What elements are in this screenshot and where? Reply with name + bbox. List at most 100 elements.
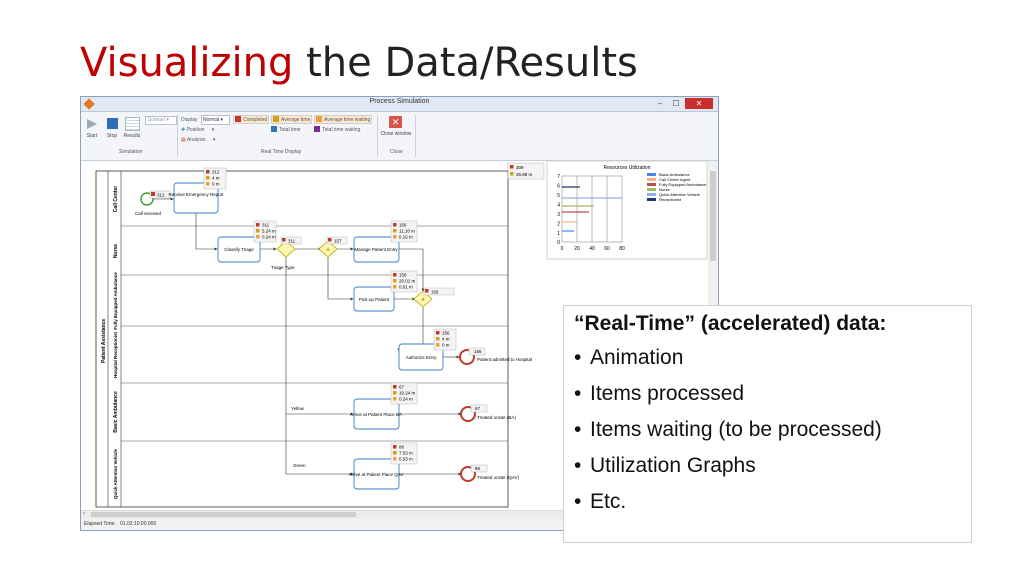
scroll-left-icon[interactable]: ‹ [83,511,85,517]
legend-entry: Receptionist [659,197,682,202]
task-pick-up-patient[interactable]: Pick-up Patient [353,286,395,312]
task-label: Arrive at Patient Place QAV [349,472,404,477]
task-label: Arrive at Patient Place BA [350,412,402,417]
gateway-triage-type[interactable] [276,240,296,258]
y-tick: 1 [557,231,560,237]
task-stat: 156 [399,223,407,228]
display-select[interactable]: Normal ▾ [201,115,230,125]
y-tick: 0 [557,240,560,246]
task-stat: 156 [399,273,407,278]
total-time-toggle[interactable]: Total time [271,126,300,133]
minimize-button[interactable]: – [657,99,663,108]
total-time-label: Total time [279,127,301,133]
horizontal-scrollbar[interactable]: ‹ [81,510,718,519]
bullet-item: •Etc. [574,490,626,514]
stop-button[interactable]: Stop [106,133,118,139]
callout-box: “Real-Time” (accelerated) data: •Animati… [563,305,972,543]
bullet-item: •Items waiting (to be processed) [574,418,882,442]
status-bar: Elapsed Time: 01.02:10:00.000 [81,519,718,530]
end-event-count: 67 [475,406,481,411]
y-tick: 5 [557,193,560,199]
task-arrive-at-patient-place-qav[interactable]: Arrive at Patient Place QAV [349,458,404,490]
ribbon-divider [177,115,178,157]
task-arrive-at-patient-place-ba[interactable]: Arrive at Patient Place BA [350,398,402,430]
task-stat: 7.53 m [399,451,413,456]
bullet-item: • Utilization Graphs [574,454,756,478]
total-time-swatch [271,126,277,132]
analysis-label: Analysis [186,137,206,143]
task-stat: 5.24 m [262,229,276,234]
bullet-marker: • [574,418,582,441]
legend-entry: Fully Equipped Ambulance [659,182,707,187]
slide-title-accent: Visualizing [80,40,294,86]
lane-label: Fully Equipped Ambulance [113,272,118,330]
callout-heading: “Real-Time” (accelerated) data: [574,312,887,335]
lane-label: Hospital Receptionist [113,332,118,379]
bullet-item: •Items processed [574,382,744,406]
total-time-waiting-toggle[interactable]: Total time waiting [314,126,360,133]
pool-label: Patient Assistance [101,319,107,363]
start-button[interactable]: Start [86,133,98,139]
task-stat: 0.24 m [262,235,276,240]
task-manage-patient-entry[interactable]: Manage Patient Entry [353,236,400,263]
y-tick: 3 [557,212,560,218]
task-stat: 10.24 m [399,391,416,396]
gateway-parallel[interactable]: + [318,240,338,258]
gateway-count: 157 [334,239,342,244]
total-time-waiting-label: Total time waiting [322,127,361,133]
close-window-button[interactable]: ✕ [685,98,713,109]
flow-label: Green [293,463,306,468]
svg-text:+: + [421,297,425,304]
average-time-toggle[interactable]: Average time [271,115,313,124]
title-bar: Process Simulation – ☐ ✕ [81,97,718,112]
task-stat: 156 [442,331,450,336]
task-stat: 86 [399,445,405,450]
elapsed-time-value: 01.02:10:00.000 [120,521,157,527]
display-select-value: Normal [203,117,220,123]
lane-label: Call Center [113,186,119,212]
task-authorize-entry[interactable]: Authorize Entry [398,343,444,371]
task-stat: 311 [262,223,270,228]
task-stat: 4 m [442,337,450,342]
lane-label: Quick Attention Vehicle [113,448,118,499]
bullet-marker: • [574,454,582,477]
task-stat: 20.01 m [399,279,416,284]
y-tick: 2 [557,222,560,228]
chart-title: Resources Utilization [604,165,651,171]
bullet-text: Etc. [590,490,627,513]
window-title: Process Simulation [369,98,430,105]
results-button[interactable]: Results [123,133,141,139]
completed-swatch [235,116,241,122]
ribbon: Start Stop Results Scenari ▾ Simulation … [81,112,718,161]
bullet-item: •Animation [574,346,683,370]
flow-label: Yellow [291,406,305,411]
play-icon [87,119,97,129]
task-stat: 0.16 m [399,235,413,240]
scenario-select[interactable]: Scenari ▾ [145,116,177,125]
start-event-label: Call received [135,211,162,216]
task-stat: 0.53 m [399,457,413,462]
end-event-label: Treated onsite (QAV) [477,475,520,480]
x-tick: 20 [574,246,580,252]
position-icon: ✥ [181,127,186,133]
completed-label: Completed [243,117,268,123]
average-time-waiting-toggle[interactable]: Average time waiting [314,115,373,124]
maximize-button[interactable]: ☐ [672,99,680,108]
task-label: Receive Emergency Report [168,192,224,197]
x-tick: 40 [589,246,595,252]
completed-toggle[interactable]: Completed [233,115,270,124]
lane-label: Basic Ambulance [113,391,119,433]
gateway-label: Triage Type [271,265,295,270]
resources-utilization-chart[interactable]: Resources Utilization 7 6 5 4 3 2 1 0 [546,160,708,260]
task-classify-triage[interactable]: Classify Triage [217,236,261,263]
task-receive-emergency-report[interactable]: Receive Emergency Report [168,182,224,214]
analysis-button[interactable]: ▤ Analysis ▾ [181,137,216,143]
horizontal-scroll-thumb[interactable] [91,512,356,517]
average-time-label: Average time [281,117,311,123]
average-time-swatch [273,116,279,122]
task-stat: 67 [399,385,405,390]
bullet-text: Utilization Graphs [590,454,756,477]
close-window-ribbon-button[interactable]: Close window [380,131,412,137]
x-tick: 0 [561,246,564,252]
position-button[interactable]: ✥ Position ▾ [181,127,215,133]
